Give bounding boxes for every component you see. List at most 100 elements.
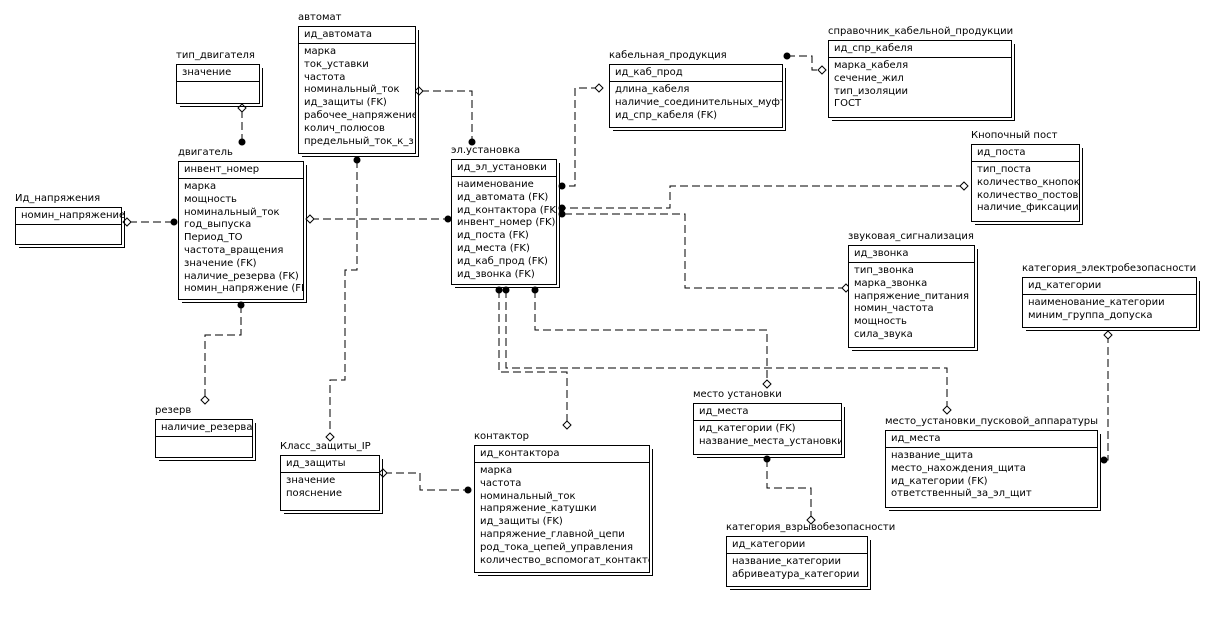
attr-field: ответственный_за_эл_щит: [891, 488, 1032, 500]
pk-field: наличие_резерва: [161, 422, 253, 433]
diamond: [942, 405, 952, 415]
link-mesto-pusk-el-ustanovka: [505, 290, 948, 410]
link-avtomat-klass-zashchity: [329, 160, 358, 435]
attr-field: ГОСТ: [834, 98, 862, 110]
attr-field: предельный_ток_к_з: [304, 135, 414, 147]
diamond: [305, 214, 315, 224]
entity-attrs: тип_звонка марка_звонка напряжение_питан…: [849, 263, 974, 342]
entity-attrs: марка мощность номинальный_ток год_выпус…: [179, 179, 303, 296]
pk-field: номин_напряжение: [21, 210, 126, 221]
cardinality-dot: [558, 204, 566, 212]
entity-pk: значение: [177, 65, 259, 82]
entity-title: справочник_кабельной_продукции: [828, 26, 1014, 37]
entity-knopochnyy-post[interactable]: Кнопочный пост ид_поста тип_поста количе…: [971, 130, 1083, 225]
entity-dvigatel[interactable]: двигатель инвент_номер марка мощность но…: [178, 147, 307, 303]
entity-box: номин_напряжение: [15, 207, 125, 248]
entity-kontaktor[interactable]: контактор ид_контактора марка частота но…: [474, 431, 653, 576]
attr-field: значение (FK): [184, 257, 257, 269]
entity-pk: ид_каб_прод: [610, 65, 782, 82]
attr-field: название_места_установки: [699, 435, 841, 447]
link-klass-zashchity-kontaktor: [384, 472, 468, 491]
entity-avtomat[interactable]: автомат ид_автомата марка ток_уставки ча…: [298, 12, 419, 157]
cardinality-dot: [468, 138, 476, 146]
link-knop-post-el-ustanovka: [564, 185, 964, 209]
pk-field: ид_спр_кабеля: [834, 43, 913, 54]
link-kontaktor-el-ustanovka: [498, 290, 568, 425]
attr-field: сила_звука: [854, 328, 913, 340]
cardinality-dot: [531, 286, 539, 294]
attr-field: название_категории: [732, 556, 842, 567]
entity-attrs: наименование ид_автомата (FK) ид_контакт…: [452, 177, 556, 281]
attr-field: ид_места (FK): [457, 242, 530, 254]
attr-field: номин_напряжение (FK): [184, 283, 303, 295]
entity-title: эл.установка: [451, 145, 521, 156]
cardinality-dot: [558, 182, 566, 190]
entity-pk: ид_спр_кабеля: [829, 41, 1011, 58]
entity-title: Кнопочный пост: [971, 130, 1058, 141]
entity-spravochnik[interactable]: справочник_кабельной_продукции ид_спр_ка…: [828, 26, 1015, 121]
pk-field: ид_каб_прод: [615, 67, 683, 78]
attr-field: рабочее_напряжение: [304, 109, 415, 121]
entity-zvukovaya-signalizatsiya[interactable]: звуковая_сигнализация ид_звонка тип_звон…: [848, 231, 978, 351]
cardinality-dot: [783, 52, 791, 60]
attr-field: тип_изоляции: [834, 85, 909, 97]
attr-field: ид_защиты (FK): [304, 97, 387, 109]
entity-pk: ид_места: [694, 404, 841, 421]
attr-field: место_нахождения_щита: [891, 462, 1026, 474]
cardinality-dot: [502, 286, 510, 294]
attr-field: ид_защиты (FK): [480, 516, 563, 528]
entity-box: ид_автомата марка ток_уставки частота но…: [298, 26, 419, 157]
link-mesto-ust-el-ustanovka: [534, 290, 768, 383]
cardinality-dot: [1100, 456, 1108, 464]
attr-field: Период_ТО: [184, 232, 243, 244]
link-dvigatel-rezerv: [204, 305, 242, 398]
link-avtomat-el-ustanovka: [421, 90, 473, 140]
attr-field: наличие_соединительных_муфт: [615, 96, 782, 108]
entity-attrs: наименование_категории миним_группа_допу…: [1023, 295, 1196, 323]
attr-field: частота_вращения: [184, 244, 284, 256]
entity-box: ид_спр_кабеля марка_кабеля сечение_жил т…: [828, 40, 1015, 121]
attr-field: ид_спр_кабеля (FK): [615, 109, 717, 121]
entity-pk: ид_эл_установки: [452, 160, 556, 177]
diamond: [959, 181, 969, 191]
entity-box: ид_эл_установки наименование ид_автомата…: [451, 159, 560, 288]
entity-box: инвент_номер марка мощность номинальный_…: [178, 161, 307, 303]
entity-title: место_установки_пусковой_аппаратуры: [885, 416, 1099, 427]
link-kat-el-mesto-pusk: [1104, 335, 1109, 461]
entity-klass-zashchity-ip[interactable]: Класс_защиты_IP ид_защиты значение поясн…: [280, 441, 383, 514]
attr-field: миним_группа_допуска: [1028, 309, 1153, 321]
entity-el-ustanovka[interactable]: эл.установка ид_эл_установки наименовани…: [451, 145, 560, 288]
entity-title: Класс_защиты_IP: [280, 441, 371, 452]
attr-field: ид_поста (FK): [457, 230, 529, 242]
entity-pk: номин_напряжение: [16, 208, 125, 225]
entity-mesto-ustanovki-puskovoy[interactable]: место_установки_пусковой_аппаратуры ид_м…: [885, 416, 1101, 511]
attr-field: напряжение_катушки: [480, 503, 597, 515]
attr-field: длина_кабеля: [615, 84, 690, 95]
entity-id-napryazheniya[interactable]: Ид_напряжения номин_напряжение: [15, 193, 125, 248]
attr-field: абривеатура_категории: [732, 568, 860, 580]
entity-rezerv[interactable]: резерв наличие_резерва: [155, 405, 256, 461]
entity-box: ид_места ид_категории (FK) название_мест…: [693, 403, 845, 458]
pk-field: ид_места: [699, 406, 749, 417]
diamond: [594, 83, 604, 93]
entity-mesto-ustanovki[interactable]: место установки ид_места ид_категории (F…: [693, 389, 845, 458]
attr-field: марка: [304, 46, 337, 57]
entity-kabelnaya-produktsiya[interactable]: кабельная_продукция ид_каб_прод длина_ка…: [609, 50, 786, 131]
entity-title: контактор: [474, 431, 529, 442]
entity-title: звуковая_сигнализация: [848, 231, 974, 242]
cardinality-dot: [237, 301, 245, 309]
entity-kategoriya-elektrobezopasnosti[interactable]: категория_электробезопасности ид_категор…: [1022, 263, 1200, 331]
attr-field: марка_кабеля: [834, 60, 909, 71]
entity-title: резерв: [155, 405, 192, 416]
entity-box: ид_поста тип_поста количество_кнопок кол…: [971, 144, 1083, 225]
pk-field: ид_защиты: [286, 458, 346, 469]
attr-field: колич_полюсов: [304, 122, 385, 134]
attr-field: ид_категории (FK): [891, 475, 988, 487]
entity-tip-dvigatelya[interactable]: тип_двигателя значение: [176, 50, 263, 107]
diamond: [378, 468, 388, 478]
cardinality-dot: [464, 486, 472, 494]
pk-field: ид_контактора: [480, 448, 560, 459]
entity-kategoriya-vzryvobezopasnosti[interactable]: категория_взрывобезопасности ид_категори…: [726, 522, 895, 590]
entity-box: ид_контактора марка частота номинальный_…: [474, 445, 653, 576]
